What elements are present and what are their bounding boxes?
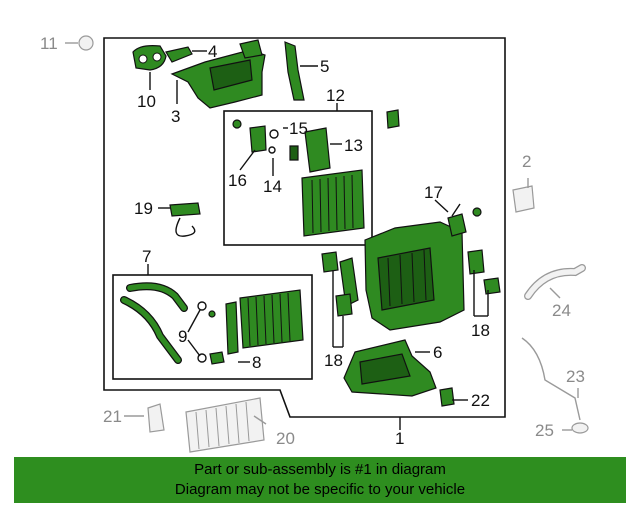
part-11-grommet[interactable] [65, 35, 94, 51]
callout-2: 2 [522, 152, 531, 171]
callout-7: 7 [142, 247, 151, 266]
subassembly-box-12 [223, 110, 373, 246]
hvac-case-assembly[interactable] [339, 221, 465, 331]
callout-24: 24 [552, 301, 571, 320]
part-6-lower-case[interactable] [343, 339, 437, 397]
evaporator-core[interactable] [301, 169, 365, 237]
callout-22: 22 [471, 391, 490, 410]
part-5-bracket[interactable] [284, 41, 318, 101]
callout-18-left: 18 [324, 351, 343, 370]
clip-part[interactable] [386, 109, 400, 129]
callout-25: 25 [535, 421, 554, 440]
callout-18-right: 18 [471, 321, 490, 340]
callout-19: 19 [134, 199, 153, 218]
part-21-bracket[interactable] [147, 403, 165, 433]
callout-9: 9 [178, 327, 187, 346]
callout-14: 14 [263, 177, 282, 196]
part-20-filter[interactable] [185, 397, 265, 453]
part-10-seal[interactable] [132, 45, 167, 71]
callout-3: 3 [171, 107, 180, 126]
callout-6: 6 [433, 343, 442, 362]
callout-21: 21 [103, 407, 122, 426]
part-19-sensor[interactable] [169, 202, 201, 237]
part-16-actuator[interactable] [232, 119, 267, 153]
note-line-2: Diagram may not be specific to your vehi… [174, 481, 466, 498]
part-22-drain[interactable] [439, 387, 455, 407]
callout-5: 5 [320, 57, 329, 76]
part-4-duct[interactable] [165, 46, 207, 63]
callout-8: 8 [252, 353, 261, 372]
callout-12: 12 [326, 86, 345, 105]
part-17-actuator[interactable] [447, 203, 482, 237]
part-24-drain-hose[interactable] [524, 264, 586, 300]
assembly-outline [103, 37, 506, 418]
callout-4: 4 [208, 42, 217, 61]
part-18-actuator-right[interactable] [467, 249, 501, 295]
subassembly-box-7 [112, 274, 313, 380]
callout-17: 17 [424, 183, 443, 202]
callout-10: 10 [137, 92, 156, 111]
callout-1: 1 [395, 429, 404, 448]
part-18-actuator-left[interactable] [321, 251, 353, 317]
heater-hoses[interactable] [120, 282, 188, 364]
part-3-upper-case[interactable] [170, 39, 266, 109]
callout-16: 16 [228, 171, 247, 190]
callout-15: 15 [289, 119, 308, 138]
part-2-sensor[interactable] [512, 185, 535, 213]
part-15-washer[interactable] [268, 129, 279, 154]
heater-core[interactable] [239, 289, 304, 349]
callout-11: 11 [40, 34, 58, 53]
callout-20: 20 [276, 429, 295, 448]
part-13-expansion-valve[interactable] [289, 127, 331, 173]
diagram-note-banner: Part or sub-assembly is #1 in diagram Di… [14, 457, 626, 503]
part-25-grommet[interactable] [571, 422, 589, 434]
part-23-drain-tube[interactable] [521, 337, 581, 421]
callout-23: 23 [566, 367, 585, 386]
callout-13: 13 [344, 136, 363, 155]
part-8-bracket[interactable] [209, 301, 239, 365]
leader-lines [124, 72, 579, 431]
parts-diagram: 11 4 5 10 3 12 15 13 16 14 2 17 19 7 24 … [40, 34, 589, 453]
note-line-1: Part or sub-assembly is #1 in diagram [194, 461, 446, 478]
